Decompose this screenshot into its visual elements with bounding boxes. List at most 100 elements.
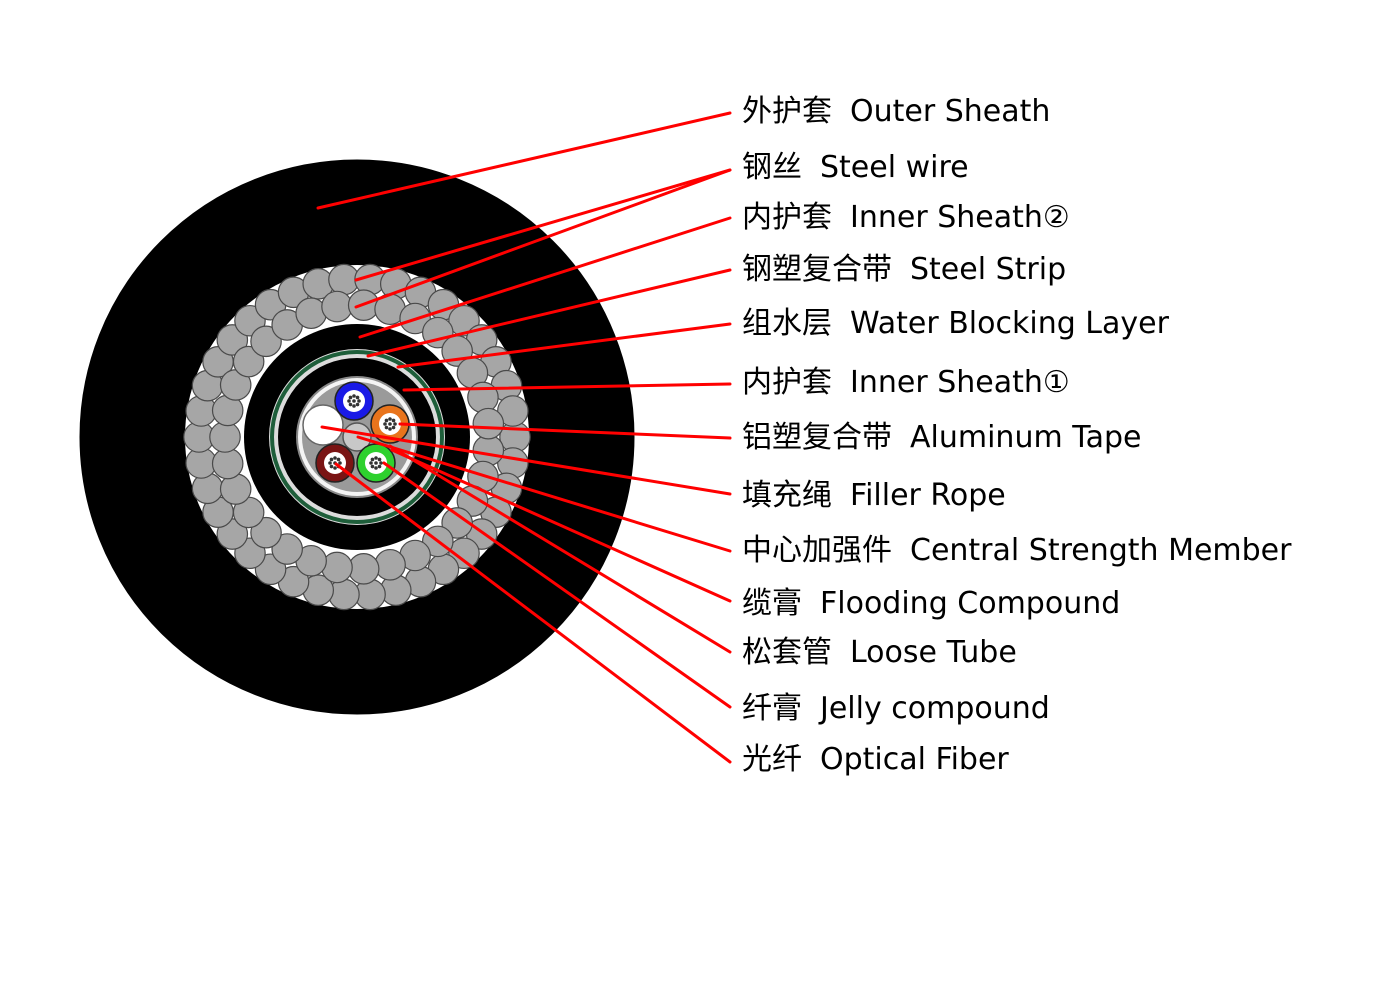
steel-wire xyxy=(250,325,282,358)
optical-fiber xyxy=(355,402,360,407)
optical-fiber xyxy=(355,395,360,400)
label-steel-strip: 钢塑复合带 Steel Strip xyxy=(742,250,1066,290)
optical-fiber xyxy=(388,427,392,431)
label-cn: 松套管 xyxy=(742,635,832,670)
optical-fiber xyxy=(379,461,383,465)
leader-line xyxy=(316,111,732,210)
optical-fiber xyxy=(329,464,334,469)
label-outer-sheath: 外护套 Outer Sheath xyxy=(742,92,1050,132)
optical-fiber xyxy=(388,417,392,421)
optical-fiber xyxy=(328,461,332,465)
steel-wire xyxy=(211,447,244,480)
leader-line xyxy=(382,461,732,709)
optical-fiber xyxy=(347,399,351,403)
label-cn: 光纤 xyxy=(742,742,802,777)
label-cn: 内护套 xyxy=(742,365,832,400)
label-en: Flooding Compound xyxy=(820,586,1121,621)
label-cn: 钢丝 xyxy=(742,150,802,185)
optical-fiber xyxy=(352,399,356,403)
optical-fiber xyxy=(348,395,353,400)
label-en: Jelly compound xyxy=(820,691,1050,726)
label-en: Inner Sheath② xyxy=(850,200,1070,235)
label-optical-fiber: 光纤 Optical Fiber xyxy=(742,740,1009,780)
optical-fiber xyxy=(384,418,389,423)
water-blocking-layer xyxy=(270,350,444,524)
optical-fiber xyxy=(369,461,373,465)
steel-wire xyxy=(472,434,505,467)
optical-fiber xyxy=(352,394,356,398)
label-inner-sheath-2: 内护套 Inner Sheath② xyxy=(742,198,1070,238)
optical-fiber xyxy=(393,422,397,426)
label-cn: 组水层 xyxy=(742,306,832,341)
leader-line xyxy=(398,422,732,440)
leader-line xyxy=(356,435,732,553)
leader-line xyxy=(358,216,732,339)
leader-line xyxy=(320,425,732,496)
label-loose-tube: 松套管 Loose Tube xyxy=(742,633,1017,673)
leader-line xyxy=(354,168,732,282)
optical-fiber xyxy=(391,418,396,423)
label-cn: 铝塑复合带 xyxy=(742,420,892,455)
label-jelly-compound: 纤膏 Jelly compound xyxy=(742,689,1050,729)
optical-fiber xyxy=(357,399,361,403)
optical-fiber xyxy=(374,461,378,465)
optical-fiber xyxy=(370,464,375,469)
optical-fiber xyxy=(329,457,334,462)
optical-fiber xyxy=(374,466,378,470)
label-aluminum-tape: 铝塑复合带 Aluminum Tape xyxy=(742,418,1141,458)
label-cn: 外护套 xyxy=(742,94,832,129)
label-central-strength-member: 中心加强件 Central Strength Member xyxy=(742,531,1291,571)
leader-line xyxy=(388,444,732,654)
optical-fiber xyxy=(348,402,353,407)
filler-rope xyxy=(302,404,344,446)
label-en: Inner Sheath① xyxy=(850,365,1070,400)
leader-line xyxy=(390,448,732,603)
label-cn: 填充绳 xyxy=(742,478,832,513)
label-water-blocking-layer: 组水层 Water Blocking Layer xyxy=(742,304,1169,344)
label-en: Filler Rope xyxy=(850,478,1006,513)
label-cn: 缆膏 xyxy=(742,586,802,621)
label-en: Steel wire xyxy=(820,150,969,185)
label-en: Aluminum Tape xyxy=(910,420,1142,455)
label-cn: 纤膏 xyxy=(742,691,802,726)
leader-line xyxy=(366,268,732,358)
optical-fiber xyxy=(336,457,341,462)
steel-wire xyxy=(209,421,241,453)
label-steel-wire: 钢丝 Steel wire xyxy=(742,148,969,188)
leader-line xyxy=(396,322,732,369)
optical-fiber xyxy=(374,456,378,460)
steel-wire xyxy=(232,345,265,378)
label-flooding-compound: 缆膏 Flooding Compound xyxy=(742,584,1120,624)
optical-fiber xyxy=(383,422,387,426)
steel-wire xyxy=(441,507,473,539)
optical-fiber xyxy=(352,404,356,408)
optical-fiber xyxy=(384,425,389,430)
steel-wire xyxy=(467,381,499,414)
optical-fiber xyxy=(377,464,382,469)
label-cn: 中心加强件 xyxy=(742,533,892,568)
optical-fiber xyxy=(391,425,396,430)
steel-wire xyxy=(374,548,406,581)
steel-wire xyxy=(271,533,303,565)
optical-fiber xyxy=(377,457,382,462)
label-cn: 钢塑复合带 xyxy=(742,252,892,287)
optical-fiber xyxy=(388,422,392,426)
label-inner-sheath-1: 内护套 Inner Sheath① xyxy=(742,363,1070,403)
steel-wire xyxy=(250,516,282,549)
label-cn: 内护套 xyxy=(742,200,832,235)
label-en: Water Blocking Layer xyxy=(850,306,1169,341)
label-en: Steel Strip xyxy=(910,252,1067,287)
optical-fiber xyxy=(370,457,375,462)
label-en: Outer Sheath xyxy=(850,94,1051,129)
leader-line xyxy=(334,462,732,764)
optical-fiber xyxy=(333,456,337,460)
label-filler-rope: 填充绳 Filler Rope xyxy=(742,476,1006,516)
optical-fiber xyxy=(333,466,337,470)
label-en: Central Strength Member xyxy=(910,533,1292,568)
steel-wire xyxy=(347,553,380,585)
label-en: Optical Fiber xyxy=(820,742,1009,777)
label-en: Loose Tube xyxy=(850,635,1017,670)
leader-line xyxy=(402,382,732,392)
